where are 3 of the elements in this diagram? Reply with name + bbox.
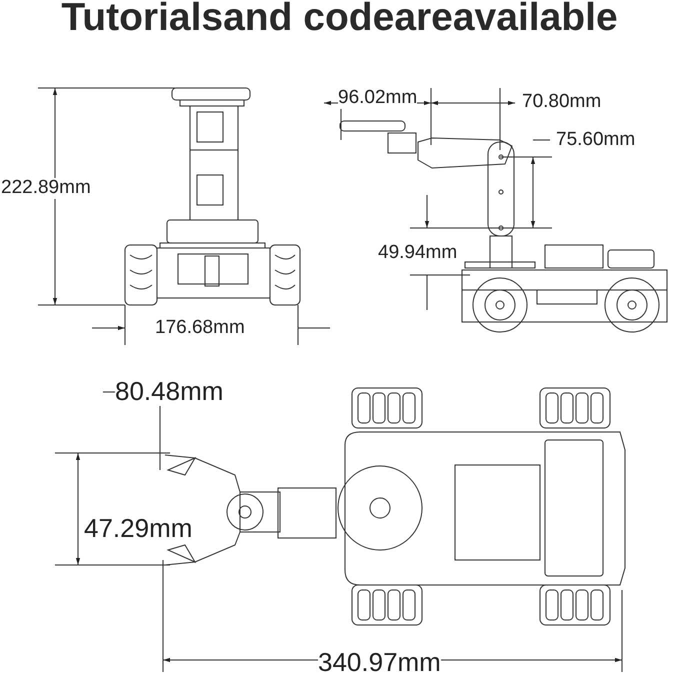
dimension-label: 96.02mm bbox=[338, 88, 418, 109]
title: Tutorialsand codeareavailable bbox=[60, 0, 619, 40]
dimension-label: 222.89mm bbox=[1, 178, 91, 199]
